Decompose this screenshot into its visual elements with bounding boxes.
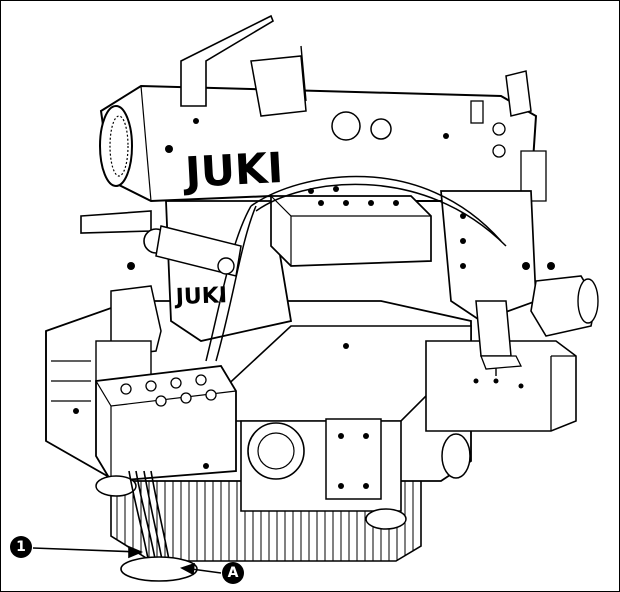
machine-arm — [99, 84, 538, 203]
side-bracket — [95, 285, 162, 382]
thread-stand — [180, 14, 307, 117]
arm-control-box — [270, 186, 432, 267]
needle-head — [440, 190, 537, 376]
callout-1-badge: 1 — [10, 536, 32, 558]
callout-a-badge: A — [222, 562, 244, 584]
air-cylinder — [522, 262, 599, 337]
handwheel — [99, 105, 133, 187]
lever-arm — [80, 210, 242, 300]
head-top-mechanism — [470, 70, 547, 202]
lower-housing — [240, 418, 402, 512]
valve-block — [95, 365, 237, 482]
callout-leaders — [32, 545, 222, 576]
juki-logo-pillar: JUKI — [173, 283, 227, 310]
base-feet — [95, 433, 471, 530]
juki-logo-arm-top: JUKI — [181, 143, 284, 197]
cylinder-bed — [425, 340, 577, 432]
